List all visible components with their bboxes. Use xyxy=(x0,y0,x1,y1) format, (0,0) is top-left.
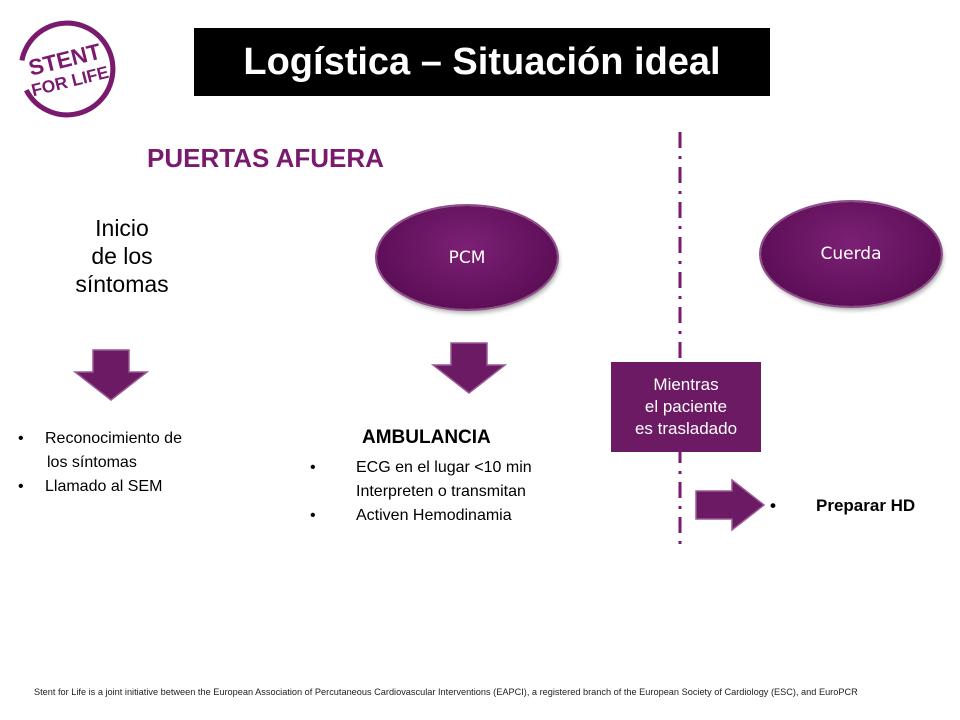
list-item-text-cont: los síntomas xyxy=(47,454,137,471)
pcm-node: PCM xyxy=(377,206,557,309)
list-item: • ECG en el lugar <10 min Interpreten o … xyxy=(310,456,610,504)
symptom-onset-line1: Inicio xyxy=(95,215,149,241)
list-item-text: ECG en el lugar <10 min xyxy=(356,459,532,476)
stent-for-life-logo: STENT FOR LIFE xyxy=(16,18,118,120)
symptom-onset-label: Inicio de los síntomas xyxy=(52,214,192,298)
list-item: • Reconocimiento de los síntomas xyxy=(18,427,248,475)
symptom-onset-line2: de los xyxy=(91,243,153,269)
bullet: • xyxy=(310,507,316,524)
list-item-text: Activen Hemodinamia xyxy=(356,507,512,524)
dashed-divider xyxy=(676,132,684,544)
page-title-text: Logística – Situación ideal xyxy=(243,40,721,83)
footer-note: Stent for Life is a joint initiative bet… xyxy=(34,687,858,697)
section-heading: PUERTAS AFUERA xyxy=(147,143,384,173)
page-title: Logística – Situación ideal xyxy=(194,28,770,96)
list-item: • Preparar HD xyxy=(770,494,960,518)
symptom-onset-line3: síntomas xyxy=(75,271,169,297)
down-arrow-icon xyxy=(430,341,508,395)
hd-list: • Preparar HD xyxy=(770,494,960,518)
list-item-text-cont: Interpreten o transmitan xyxy=(356,483,526,500)
bullet: • xyxy=(770,496,776,515)
bullet: • xyxy=(18,478,24,495)
cuerda-label: Cuerda xyxy=(820,244,882,264)
symptom-list: • Reconocimiento de los síntomas • Llama… xyxy=(18,427,248,499)
transfer-note-box: Mientras el paciente es trasladado xyxy=(611,362,761,452)
list-item-text: Preparar HD xyxy=(816,496,916,515)
ambulance-heading: AMBULANCIA xyxy=(362,427,491,448)
list-item: • Activen Hemodinamia xyxy=(310,504,610,528)
list-item: • Llamado al SEM xyxy=(18,475,248,499)
list-item-text: Reconocimiento de xyxy=(45,430,182,447)
down-arrow-icon xyxy=(72,348,150,402)
ambulance-list: • ECG en el lugar <10 min Interpreten o … xyxy=(310,456,610,528)
transfer-note-line1: Mientras xyxy=(653,375,719,394)
transfer-note-line2: el paciente xyxy=(644,397,728,416)
pcm-label: PCM xyxy=(448,247,486,268)
cuerda-node: Cuerda xyxy=(761,202,941,306)
transfer-note-line3: es trasladado xyxy=(634,419,738,438)
bullet: • xyxy=(310,459,316,476)
right-arrow-icon xyxy=(694,478,766,532)
bullet: • xyxy=(18,430,24,447)
list-item-text: Llamado al SEM xyxy=(45,478,163,495)
